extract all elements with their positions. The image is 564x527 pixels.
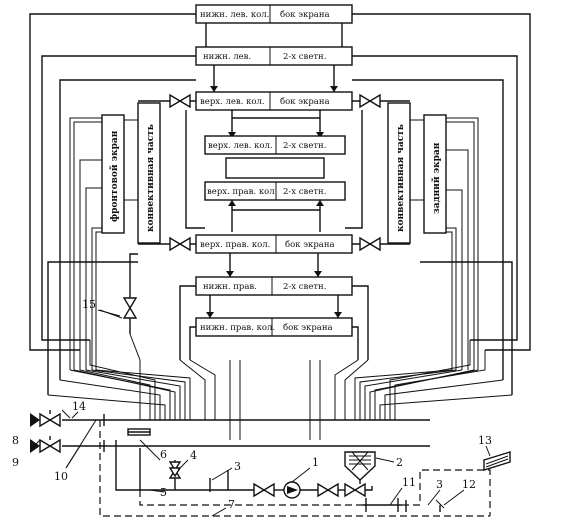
collector-mid-1-left: верх. лев. кол. [208, 141, 273, 151]
valve-icon [39, 412, 52, 428]
valve-icon [262, 482, 275, 498]
callout-12: 12 [462, 478, 476, 491]
right-tube-stubs [410, 117, 479, 370]
valve-icon [353, 482, 366, 498]
callout-13: 13 [478, 434, 492, 447]
main-headers [62, 414, 430, 470]
rear-screen-panel: задний экран [423, 114, 447, 234]
collector-top-1-right: бок экрана [280, 9, 330, 20]
inlet-arrow-icon [30, 413, 40, 427]
inner-chamber [225, 157, 325, 179]
drain-lines [99, 420, 491, 517]
valve-icon [39, 438, 52, 454]
valve-icon [344, 482, 357, 498]
collector-mid-2: верх. прав. кол. 2-х светн. [204, 181, 346, 201]
callout-11: 11 [402, 476, 416, 489]
callout-9: 9 [12, 456, 19, 469]
callout-1: 1 [312, 456, 319, 469]
callout-5: 5 [160, 486, 167, 499]
collector-top-1: нижн. лев. кол. бок экрана [195, 4, 353, 24]
filter-tank [344, 451, 376, 484]
callout-3a: 3 [234, 460, 241, 473]
valve-icon [168, 467, 182, 478]
collector-low-2: нижн. прав. 2-х светн. [195, 276, 353, 296]
collector-top-2-right: 2-х светн. [283, 52, 326, 62]
valve-icon [368, 236, 381, 252]
collector-mid-2-left: верх. прав. кол. [207, 187, 277, 197]
callout-15: 15 [82, 298, 96, 311]
filter-icon [344, 451, 376, 481]
valve-icon [168, 461, 182, 472]
right-riser-bundle [309, 340, 513, 440]
collector-top-2: нижн. лев. 2-х светн. [195, 46, 353, 66]
top-vertical-connectors [205, 23, 343, 138]
valve-icon [317, 482, 330, 498]
pump-loop [115, 448, 373, 499]
callout-3b: 3 [436, 478, 443, 491]
callout-8: 8 [12, 434, 19, 447]
left-riser-bundle [47, 333, 241, 440]
convective-left-panel: конвективная часть [137, 102, 161, 244]
outer-circuit-lines [29, 13, 531, 395]
valve-icon [368, 93, 381, 109]
collector-top-1-left: нижн. лев. кол. [200, 10, 269, 20]
valve-icon [48, 412, 61, 428]
rear-screen-label: задний экран [431, 142, 442, 214]
callout-numbers: 1 2 3 3 4 5 6 7 8 9 10 11 12 13 14 15 [12, 298, 492, 511]
collector-low-1-left: верх. прав. кол. [200, 240, 270, 250]
collector-top-3-left: верх. лев. кол. [200, 97, 265, 107]
collector-low-3-right: бок экрана [283, 322, 333, 333]
valve-icon [359, 236, 372, 252]
element-12 [435, 499, 445, 512]
valve-icon [178, 93, 191, 109]
valve-icon [122, 306, 138, 319]
valve-icon [122, 297, 138, 310]
left-tube-stubs [69, 117, 138, 370]
valve-icon [178, 236, 191, 252]
convective-right-panel: конвективная часть [387, 102, 411, 244]
collector-mid-2-right: 2-х светн. [283, 187, 326, 197]
collector-low-1: верх. прав. кол. бок экрана [195, 234, 353, 254]
collector-mid-1: верх. лев. кол. 2-х светн. [204, 135, 346, 155]
callout-6: 6 [160, 448, 167, 461]
valve-icon [359, 93, 372, 109]
valve-icon [169, 236, 182, 252]
collector-low-2-right: 2-х светн. [283, 282, 326, 292]
element-4 [168, 467, 182, 478]
front-screen-panel: фронтовой экран [101, 114, 125, 234]
collector-top-3: верх. лев. кол. бок экрана [195, 91, 353, 111]
valve-icon [253, 482, 266, 498]
gate-valves [169, 93, 381, 252]
callout-4: 4 [190, 449, 197, 462]
center-lower-connectors [228, 200, 324, 232]
inlet-valves [30, 409, 71, 454]
front-screen-label: фронтовой экран [109, 130, 120, 222]
collector-low-1-right: бок экрана [285, 239, 335, 250]
callout-10: 10 [54, 470, 68, 483]
collector-mid-1-right: 2-х светн. [283, 141, 326, 151]
collector-low-2-left: нижн. прав. [203, 282, 257, 292]
equipment-11 [362, 498, 402, 512]
callout-2: 2 [396, 456, 403, 469]
valve-icon [48, 438, 61, 454]
collector-top-2-left: нижн. лев. [203, 52, 251, 62]
center-header-lines [129, 100, 410, 298]
inlet-arrow-icon [30, 439, 40, 453]
convective-left-label: конвективная часть [146, 124, 156, 232]
convective-right-label: конвективная часть [396, 124, 406, 232]
element-13 [483, 451, 511, 471]
collector-low-3: нижн. прав. кол. бок экрана [195, 317, 353, 337]
lower-vertical-connectors [179, 253, 369, 360]
collector-top-3-right: бок экрана [280, 96, 330, 107]
valve-icon [326, 482, 339, 498]
valve-icon [169, 93, 182, 109]
valve-15 [99, 297, 138, 334]
collector-low-3-left: нижн. прав. кол. [200, 323, 275, 333]
callout-14: 14 [72, 400, 86, 413]
callout-leaders [33, 309, 491, 517]
callout-7: 7 [228, 498, 235, 511]
